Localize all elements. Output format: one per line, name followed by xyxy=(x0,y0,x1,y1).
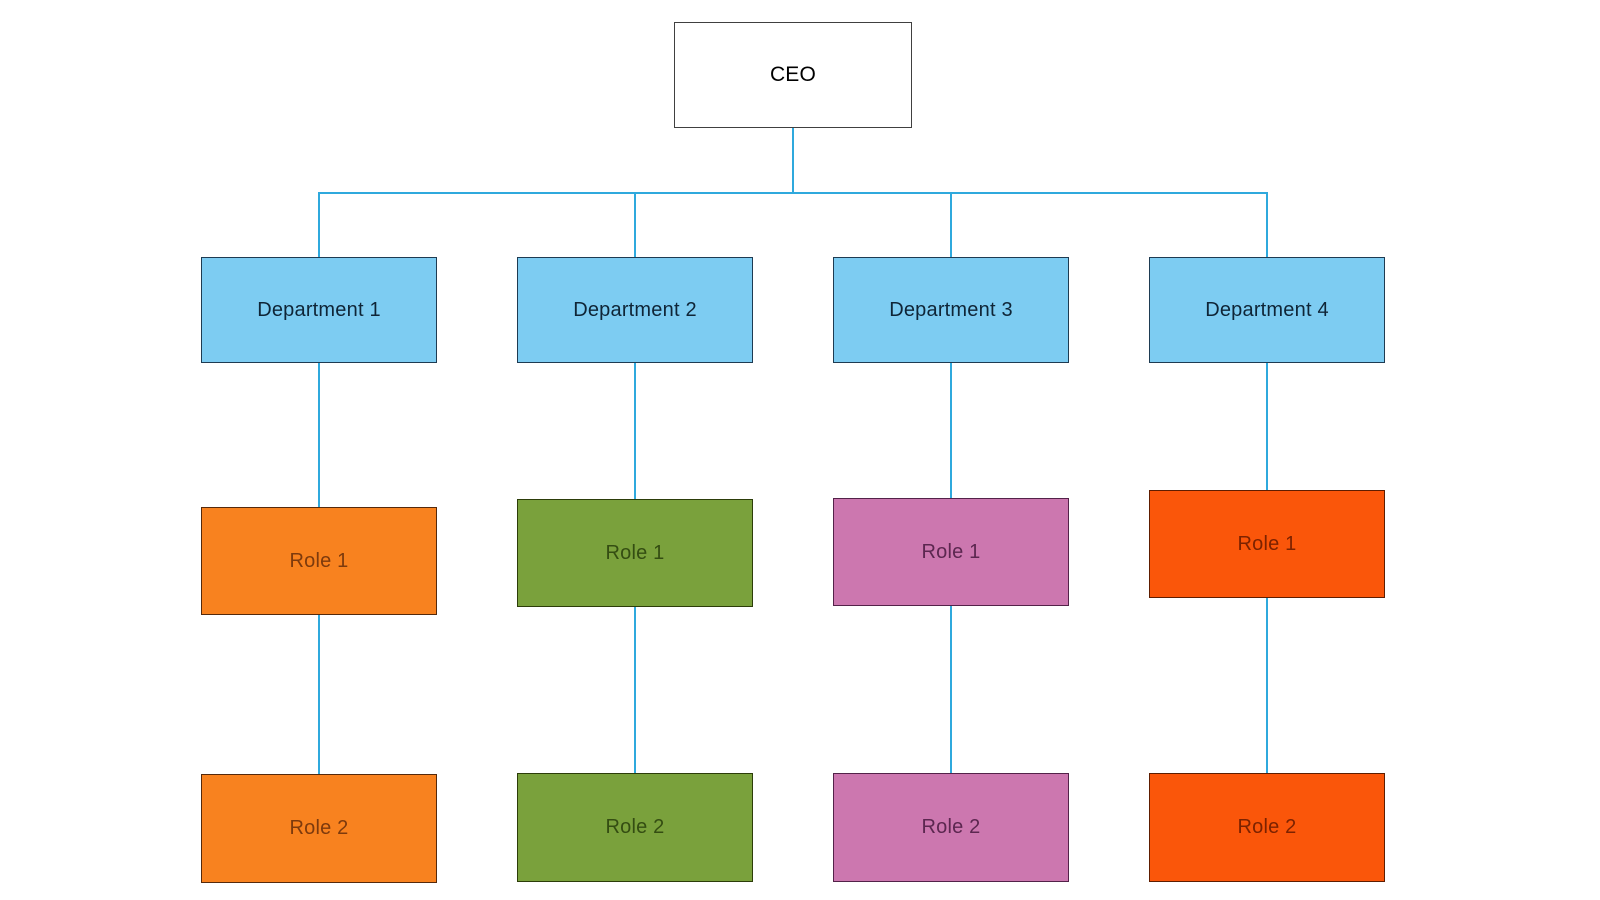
connector-dept2-role2-link xyxy=(634,607,636,773)
connector-dept1-drop xyxy=(318,193,320,258)
connector-dept4-role1-link xyxy=(1266,363,1268,490)
department-1-role-1-label: Role 1 xyxy=(289,549,349,572)
department-2-role-1-node: Role 1 xyxy=(517,499,753,607)
department-3-role-2-label: Role 2 xyxy=(921,816,981,838)
department-2-label: Department 2 xyxy=(573,298,697,321)
ceo-label: CEO xyxy=(769,63,817,86)
department-1-role-2-node: Role 2 xyxy=(201,774,437,883)
department-3-role-1-label: Role 1 xyxy=(921,540,981,563)
department-2-role-1-label: Role 1 xyxy=(605,541,665,564)
connector-dept2-role1-link xyxy=(634,363,636,499)
connector-dept4-role2-link xyxy=(1266,598,1268,773)
department-4-role-1-label: Role 1 xyxy=(1237,532,1297,555)
connector-dept3-drop xyxy=(950,193,952,258)
department-1-node: Department 1 xyxy=(201,257,437,363)
department-3-role-2-node: Role 2 xyxy=(833,773,1069,882)
department-3-role-1-node: Role 1 xyxy=(833,498,1069,606)
department-4-node: Department 4 xyxy=(1149,257,1385,363)
department-1-label: Department 1 xyxy=(257,298,381,321)
connector-dept4-drop xyxy=(1266,193,1268,258)
department-4-label: Department 4 xyxy=(1205,298,1329,321)
connector-dept3-role1-link xyxy=(950,363,952,498)
connector-dept1-role2-link xyxy=(318,615,320,774)
department-3-label: Department 3 xyxy=(889,298,1013,321)
department-4-role-1-node: Role 1 xyxy=(1149,490,1385,598)
department-3-node: Department 3 xyxy=(833,257,1069,363)
department-2-role-2-node: Role 2 xyxy=(517,773,753,882)
connector-ceo-trunk xyxy=(792,127,794,193)
department-2-role-2-label: Role 2 xyxy=(605,816,665,838)
department-4-role-2-label: Role 2 xyxy=(1237,816,1297,838)
ceo-node: CEO xyxy=(674,22,912,128)
department-1-role-2-label: Role 2 xyxy=(289,817,349,839)
connector-horizontal-bus xyxy=(318,192,1268,194)
connector-dept2-drop xyxy=(634,193,636,258)
connector-dept3-role2-link xyxy=(950,606,952,773)
department-2-node: Department 2 xyxy=(517,257,753,363)
department-4-role-2-node: Role 2 xyxy=(1149,773,1385,882)
department-1-role-1-node: Role 1 xyxy=(201,507,437,615)
connector-dept1-role1-link xyxy=(318,363,320,507)
